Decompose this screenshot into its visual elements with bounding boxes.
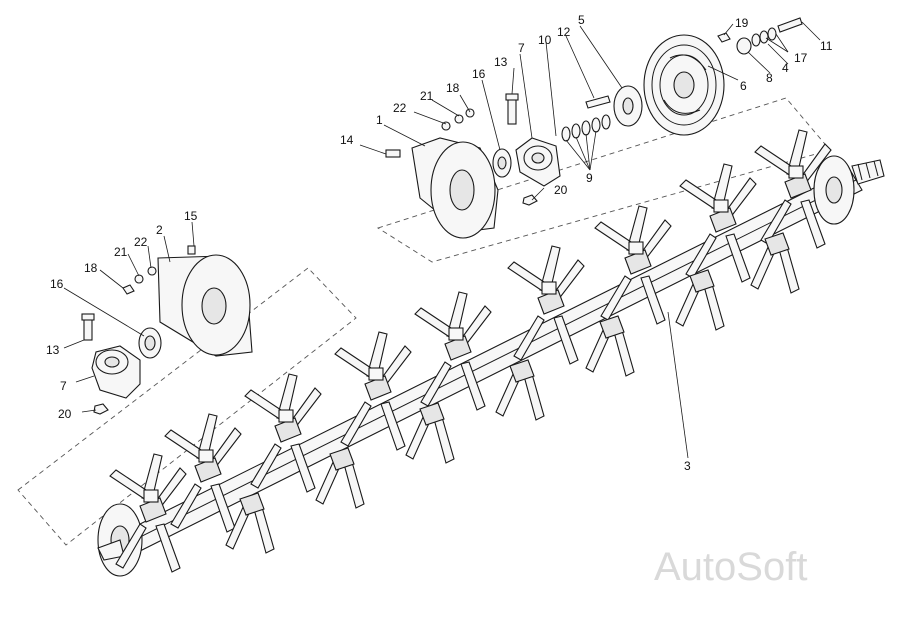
pulley-hub: [585, 85, 643, 127]
left-bearing: [138, 327, 162, 359]
callout-17: 17: [794, 51, 808, 65]
flail-group: [405, 402, 455, 464]
flail-group: [414, 291, 492, 411]
callout-21-left: 21: [114, 245, 128, 259]
flail-group: [507, 245, 585, 365]
callout-18-right: 18: [446, 81, 460, 95]
flail-group: [750, 232, 800, 294]
flail-group: [244, 373, 322, 493]
shim-rings: [561, 114, 611, 142]
leader-lines: [63, 21, 821, 459]
callout-7-right: 7: [518, 41, 525, 55]
flail-group: [754, 129, 832, 249]
callout-13-right: 13: [494, 55, 508, 69]
left-side-plate: [157, 254, 253, 357]
callout-7-left: 7: [60, 379, 67, 393]
callout-16-left: 16: [50, 277, 64, 291]
flail-group: [164, 413, 242, 533]
callout-19: 19: [735, 16, 749, 30]
callout-1: 1: [376, 113, 383, 127]
v-belt-pulley: [643, 34, 725, 136]
callout-20-right: 20: [554, 183, 568, 197]
flail-group: [675, 269, 725, 331]
flail-group: [334, 331, 412, 451]
callout-15: 15: [184, 209, 198, 223]
right-bearing-housing: [515, 137, 561, 187]
callout-10: 10: [538, 33, 552, 47]
flail-group: [315, 447, 365, 509]
callout-18-left: 18: [84, 261, 98, 275]
callout-22-right: 22: [393, 101, 407, 115]
callout-8: 8: [766, 71, 773, 85]
callout-3: 3: [684, 459, 691, 473]
left-fasteners: [81, 245, 196, 415]
callout-11: 11: [820, 39, 833, 53]
callout-6: 6: [740, 79, 747, 93]
left-bearing-housing: [91, 345, 141, 399]
callout-4: 4: [782, 61, 789, 75]
flail-group: [594, 205, 672, 325]
watermark: AutoSoft: [654, 545, 807, 589]
callout-12: 12: [557, 25, 571, 39]
callout-2: 2: [156, 223, 163, 237]
callout-21-right: 21: [420, 89, 434, 103]
callout-13-left: 13: [46, 343, 60, 357]
flail-group: [679, 163, 757, 283]
flail-knife-groups: [109, 129, 832, 573]
callout-20-left: 20: [58, 407, 72, 421]
callout-22-left: 22: [134, 235, 148, 249]
flail-group: [495, 359, 545, 421]
right-bearing: [492, 148, 512, 178]
flail-group: [585, 315, 635, 377]
pulley-fasteners: [717, 17, 803, 55]
flail-group: [225, 492, 275, 554]
callout-16-right: 16: [472, 67, 486, 81]
callout-5: 5: [578, 13, 585, 27]
callout-9: 9: [586, 171, 593, 185]
right-side-plate: [411, 137, 499, 239]
callout-labels: 1 2 3 4 5 6 7 7 8 9 10 11 12 13 13 14 15…: [46, 13, 833, 473]
callout-14: 14: [340, 133, 354, 147]
flail-group: [109, 453, 187, 573]
